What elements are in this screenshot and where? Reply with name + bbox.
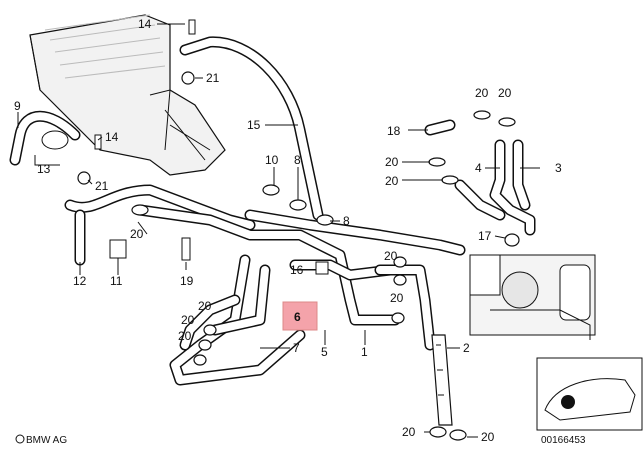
part-6-highlight[interactable]	[282, 301, 318, 331]
hose-12	[64, 184, 256, 266]
callout-20-rt4[interactable]: 20	[385, 174, 399, 188]
callout-20-rt3[interactable]: 20	[385, 155, 399, 169]
callout-7[interactable]: 7	[293, 341, 300, 355]
leader-lines	[17, 23, 540, 438]
callout-3[interactable]: 3	[555, 161, 562, 175]
copyright-icon	[15, 434, 25, 444]
callout-14-left[interactable]: 14	[105, 130, 119, 144]
callout-20-low1[interactable]: 20	[198, 299, 212, 313]
callout-4[interactable]: 4	[475, 161, 482, 175]
callout-13[interactable]: 13	[37, 162, 51, 176]
hose-15	[179, 36, 324, 221]
callout-21-left[interactable]: 21	[95, 179, 109, 193]
callouts: 14 21 9 14 13 21 15 10 8 8 20 20 18 20 4…	[14, 17, 562, 444]
callout-2[interactable]: 2	[463, 341, 470, 355]
callout-20-mid1[interactable]: 20	[384, 249, 398, 263]
callout-20-low2[interactable]: 20	[181, 313, 195, 327]
brand-text: BMW AG	[26, 435, 67, 446]
callout-16[interactable]: 16	[290, 263, 304, 277]
callout-6[interactable]: 6	[294, 310, 301, 324]
vehicle-inset	[536, 357, 643, 431]
callout-9[interactable]: 9	[14, 99, 21, 113]
callout-14-top[interactable]: 14	[138, 17, 152, 31]
callout-17[interactable]: 17	[478, 229, 492, 243]
callout-8-mid[interactable]: 8	[343, 214, 350, 228]
hose-9	[9, 110, 81, 166]
callout-15[interactable]: 15	[247, 118, 261, 132]
hose-network	[134, 204, 466, 386]
callout-20-bot2[interactable]: 20	[481, 430, 495, 444]
callout-20-mid2[interactable]: 20	[390, 291, 404, 305]
callout-20-rt1[interactable]: 20	[475, 86, 489, 100]
footer: BMW AG 00166453	[15, 434, 586, 446]
callout-10[interactable]: 10	[265, 153, 279, 167]
callout-21-top[interactable]: 21	[206, 71, 220, 85]
callout-20-rt2[interactable]: 20	[498, 86, 512, 100]
clamps	[77, 19, 520, 441]
callout-20-left[interactable]: 20	[130, 227, 144, 241]
drawing-number: 00166453	[541, 435, 586, 446]
pipe-2	[431, 334, 453, 426]
callout-1[interactable]: 1	[361, 345, 368, 359]
callout-5[interactable]: 5	[321, 345, 328, 359]
callout-11[interactable]: 11	[110, 274, 123, 288]
hoses-right	[424, 119, 536, 236]
callout-18[interactable]: 18	[387, 124, 401, 138]
aux-pump-unit	[469, 254, 596, 340]
callout-8-top[interactable]: 8	[294, 153, 301, 167]
callout-20-bot1[interactable]: 20	[402, 425, 416, 439]
callout-19[interactable]: 19	[180, 274, 194, 288]
intake-housing	[29, 14, 226, 176]
callout-20-low3[interactable]: 20	[178, 329, 192, 343]
callout-12[interactable]: 12	[73, 274, 87, 288]
